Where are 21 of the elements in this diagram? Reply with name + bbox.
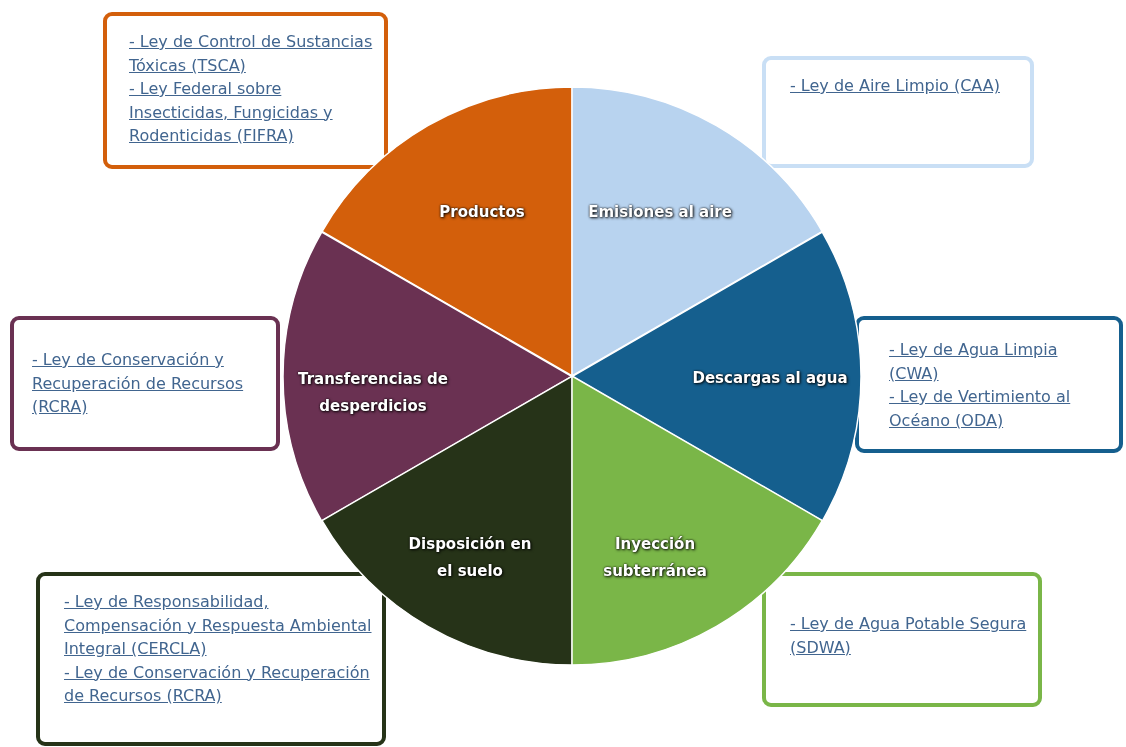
law-list-card <box>762 56 1034 168</box>
law-link: - Ley de Control de Sustancias Tóxicas (TSCA) <box>129 31 374 77</box>
law-list-card <box>10 316 280 451</box>
law-link: - Ley de Vertimiento al Océano (ODA) <box>889 386 1072 432</box>
law-link: - Ley de Aire Limpio (CAA) <box>790 75 1001 97</box>
slice-label: Disposición en el suelo <box>407 534 533 582</box>
law-link: - Ley Federal sobre Insecticidas, Fungicidas y Rodenticidas (FIFRA) <box>129 78 334 147</box>
law-list-card <box>855 316 1123 453</box>
law-list-card <box>103 12 388 169</box>
slice-label: Productos <box>439 201 525 223</box>
law-link: - Ley de Conservación y Recuperación de Recursos (RCRA) <box>64 661 371 707</box>
slice-label: Inyección subterránea <box>602 534 708 582</box>
law-link: - Ley de Conservación y Recuperación de Recursos (RCRA) <box>32 349 245 418</box>
law-list-card <box>762 572 1042 707</box>
law-link: - Ley de Responsabilidad, Compensación y Respuesta Ambiental Integral (CERCLA) <box>64 591 373 660</box>
slice-label: Transferencias de desperdicios <box>298 369 448 417</box>
slice-label: Emisiones al aire <box>588 201 732 223</box>
law-link: - Ley de Agua Limpia (CWA) <box>889 339 1059 385</box>
law-link: - Ley de Agua Potable Segura (SDWA) <box>790 613 1028 659</box>
law-list-card <box>36 572 386 746</box>
slice-label: Descargas al agua <box>692 367 848 389</box>
